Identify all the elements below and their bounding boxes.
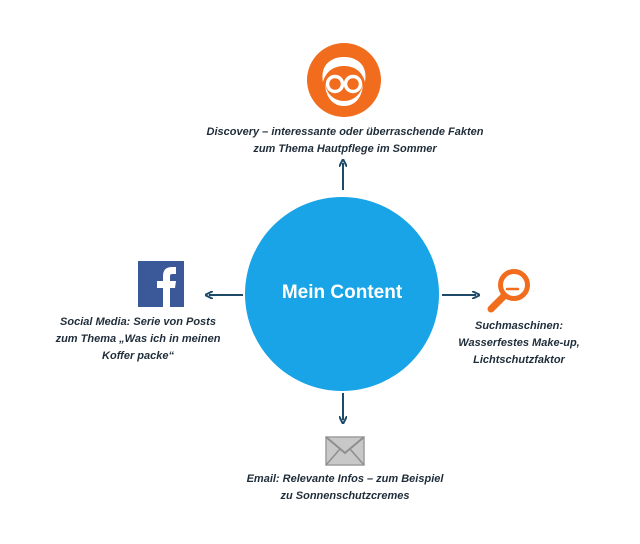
bottom-label-line2: zu Sonnenschutzcremes — [280, 490, 410, 502]
magnifier-icon — [487, 269, 530, 313]
left-label-line2: zum Thema „Was ich in meinen — [55, 333, 221, 345]
right-label-line2: Wasserfestes Make-up, — [458, 337, 580, 349]
center-title: Mein Content — [281, 282, 403, 303]
top-label-line1: Discovery – interessante oder überrasche… — [206, 126, 484, 138]
left-label-line3: Koffer packe“ — [102, 350, 174, 362]
bottom-label: Email: Relevante Infos – zum Beispiel zu… — [200, 471, 490, 505]
envelope-icon — [325, 436, 365, 466]
right-label: Suchmaschinen: Wasserfestes Make-up, Lic… — [454, 318, 584, 369]
right-label-line1: Suchmaschinen: — [474, 320, 564, 332]
center-circle — [245, 197, 439, 391]
top-label-line2: zum Thema Hautpflege im Sommer — [253, 143, 437, 155]
bottom-label-line1: Email: Relevante Infos – zum Beispiel — [246, 473, 444, 485]
right-label-line3: Lichtschutzfaktor — [473, 354, 565, 366]
left-label: Social Media: Serie von Posts zum Thema … — [50, 314, 226, 365]
top-label: Discovery – interessante oder überrasche… — [180, 124, 510, 158]
glasses-face-icon — [307, 43, 381, 117]
facebook-icon — [138, 261, 184, 307]
left-label-line1: Social Media: Serie von Posts — [60, 316, 216, 328]
